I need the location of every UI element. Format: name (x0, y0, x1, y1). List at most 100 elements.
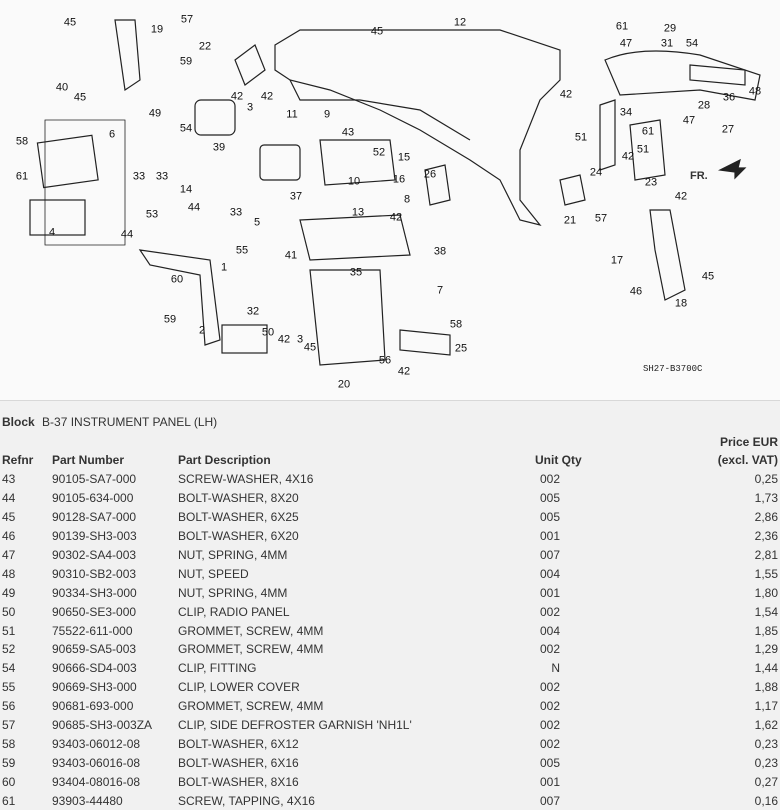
callout[interactable]: 45 (370, 25, 384, 38)
callout[interactable]: 42 (397, 365, 411, 378)
callout[interactable]: 29 (663, 22, 677, 35)
callout[interactable]: 18 (674, 297, 688, 310)
callout[interactable]: 14 (179, 183, 193, 196)
callout[interactable]: 48 (748, 85, 762, 98)
callout[interactable]: 54 (179, 122, 193, 135)
callout[interactable]: 53 (145, 208, 159, 221)
callout[interactable]: 42 (559, 88, 573, 101)
callout[interactable]: 61 (15, 170, 29, 183)
callout[interactable]: 22 (198, 40, 212, 53)
callout[interactable]: 38 (433, 245, 447, 258)
callout[interactable]: 33 (132, 170, 146, 183)
callout[interactable]: 42 (674, 190, 688, 203)
callout[interactable]: 57 (180, 13, 194, 26)
callout[interactable]: 45 (73, 91, 87, 104)
callout[interactable]: 49 (148, 107, 162, 120)
callout[interactable]: 33 (229, 206, 243, 219)
callout[interactable]: 31 (660, 37, 674, 50)
callout[interactable]: 45 (701, 270, 715, 283)
callout[interactable]: 23 (644, 176, 658, 189)
callout[interactable]: 2 (198, 324, 206, 337)
callout[interactable]: 37 (289, 190, 303, 203)
callout[interactable]: 21 (563, 214, 577, 227)
callout[interactable]: 16 (392, 173, 406, 186)
callout[interactable]: 47 (619, 37, 633, 50)
callout[interactable]: 28 (697, 99, 711, 112)
callout[interactable]: 7 (436, 284, 444, 297)
callout[interactable]: 59 (179, 55, 193, 68)
callout[interactable]: 59 (163, 313, 177, 326)
callout[interactable]: 57 (594, 212, 608, 225)
callout[interactable]: 11 (286, 108, 298, 121)
callout[interactable]: 47 (682, 114, 696, 127)
callout[interactable]: 10 (347, 175, 361, 188)
callout[interactable]: 3 (246, 101, 254, 114)
callout[interactable]: 42 (230, 90, 244, 103)
callout[interactable]: 45 (303, 341, 317, 354)
callout[interactable]: 45 (63, 16, 77, 29)
callout[interactable]: 42 (260, 90, 274, 103)
callout[interactable]: 1 (220, 261, 228, 274)
callout[interactable]: 42 (277, 333, 291, 346)
callout[interactable]: 34 (619, 106, 633, 119)
callout[interactable]: 40 (55, 81, 69, 94)
callout[interactable]: 26 (423, 168, 437, 181)
callout[interactable]: 15 (397, 151, 411, 164)
callout[interactable]: 32 (246, 305, 260, 318)
callout[interactable]: 17 (610, 254, 624, 267)
callout[interactable]: 24 (589, 166, 603, 179)
callout[interactable]: 3 (296, 333, 304, 346)
callout[interactable]: 41 (284, 249, 298, 262)
callout[interactable]: 52 (372, 146, 386, 159)
callout[interactable]: 9 (323, 108, 331, 121)
callout[interactable]: 43 (341, 126, 355, 139)
callout[interactable]: 44 (120, 228, 134, 241)
callout[interactable]: 58 (449, 318, 463, 331)
callout[interactable]: 13 (351, 206, 365, 219)
callout[interactable]: 51 (636, 143, 650, 156)
callout[interactable]: 42 (389, 211, 403, 224)
callout[interactable]: 25 (454, 342, 468, 355)
callout[interactable]: 54 (685, 37, 699, 50)
callout[interactable]: 39 (212, 141, 226, 154)
callout[interactable]: 61 (641, 125, 655, 138)
callout[interactable]: 35 (349, 266, 363, 279)
callout[interactable]: 12 (453, 16, 467, 29)
callout[interactable]: 51 (574, 131, 588, 144)
callout[interactable]: 42 (621, 150, 635, 163)
callout[interactable]: 61 (615, 20, 629, 33)
callout[interactable]: 4 (48, 226, 56, 239)
callout[interactable]: 19 (150, 23, 164, 36)
callout[interactable]: 6 (108, 128, 116, 141)
callout[interactable]: 8 (403, 193, 411, 206)
callout[interactable]: 36 (722, 91, 736, 104)
callout[interactable]: 5 (253, 216, 261, 229)
callout[interactable]: 56 (378, 354, 392, 367)
callout[interactable]: 60 (170, 273, 184, 286)
callout[interactable]: 50 (261, 326, 275, 339)
callout[interactable]: 46 (629, 285, 643, 298)
callout[interactable]: 27 (721, 123, 735, 136)
callout[interactable]: 58 (15, 135, 29, 148)
callout[interactable]: 33 (155, 170, 169, 183)
callout[interactable]: 20 (337, 378, 351, 391)
callout[interactable]: 55 (235, 244, 249, 257)
